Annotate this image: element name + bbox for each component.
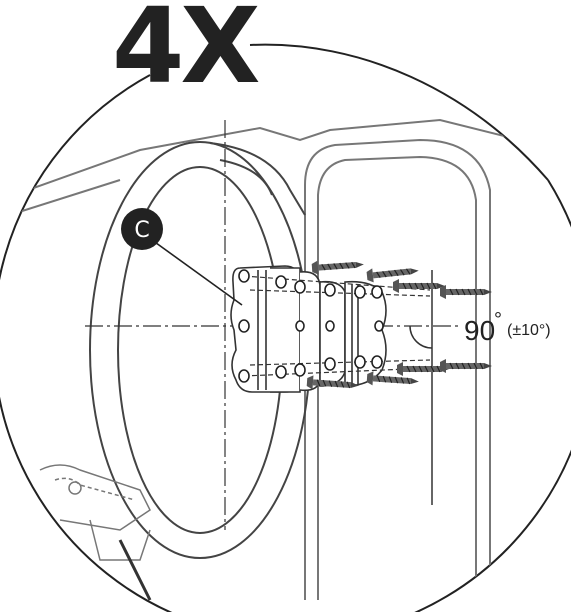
callout-badge xyxy=(121,208,163,250)
angle-degree: ° xyxy=(494,309,502,331)
frame-tube-inner xyxy=(317,155,477,600)
angle-arc xyxy=(409,325,433,349)
magnifier-outline xyxy=(0,74,571,616)
frame-top-rail xyxy=(0,118,561,201)
drum-shoulder xyxy=(209,142,306,216)
hinge-ghost xyxy=(39,464,152,601)
angle-tolerance: (±10°) xyxy=(507,322,551,339)
frame-tube-outer xyxy=(304,138,491,600)
callout-letter: C xyxy=(134,218,149,243)
callout-leader xyxy=(151,239,243,306)
quantity-label: 4X xyxy=(112,0,261,107)
magnifier-connector xyxy=(249,43,549,181)
hole-icon xyxy=(238,269,384,383)
angle-value: 90 xyxy=(464,315,495,346)
